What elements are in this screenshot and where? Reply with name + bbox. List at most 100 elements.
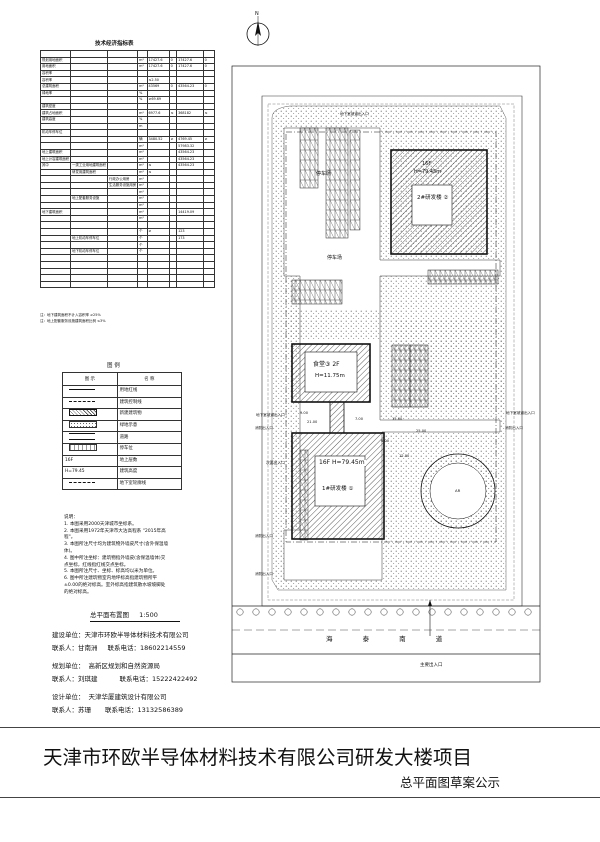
legend-swatch xyxy=(69,400,95,402)
note-line: ±0.00的绝对标高。室外标高指建筑散水坡坡脚处 xyxy=(64,582,166,588)
designer-contact-row: 联系人：苏珊联系电话：13132586389 xyxy=(52,706,183,714)
fire-exit-label-b: 消防出入口 xyxy=(505,426,523,430)
legend-swatch xyxy=(69,389,95,391)
legend-swatch xyxy=(69,409,97,417)
spec-table-title: 技术经济指标表 xyxy=(95,41,134,47)
tree-icon xyxy=(252,608,260,616)
note-line: 点坐标，红线指红线交点坐标。 xyxy=(64,562,129,568)
title-block-bottom-rule xyxy=(0,797,600,798)
plan-ratio: 1:500 xyxy=(139,611,158,619)
legend-row: 绿地示意 xyxy=(62,419,183,433)
designer-row: 设计单位：天津华厦建筑设计有限公司 xyxy=(52,693,167,701)
building-1-label: 16F H=79.45m xyxy=(318,459,366,466)
parking-stalls-a xyxy=(325,127,349,239)
planner-row: 规划单位：高新区规划和自然资源局 xyxy=(52,662,160,670)
main-entrance-arrowhead xyxy=(428,600,432,606)
spec-row: m² xyxy=(39,214,216,223)
circular-plaza-label: AR xyxy=(455,488,461,493)
tree-icon xyxy=(476,608,484,616)
building-3-height: H=11.75m xyxy=(315,373,345,379)
building-control-line xyxy=(267,103,515,601)
building-3-label-box xyxy=(304,351,358,393)
spec-footnote-1: 注：地下建筑面积不计入容积率 ≥25% xyxy=(40,313,101,317)
planner-contact-row: 联系人：刘琪建联系电话：15222422492 xyxy=(52,675,198,683)
dim-7: 7.00 xyxy=(355,417,364,421)
legend-row: 地下室轮廓线 xyxy=(62,477,183,491)
tree-icon xyxy=(412,608,420,616)
note-line: 程"。 xyxy=(64,535,76,541)
parking-stalls-b xyxy=(299,127,319,189)
parking-label-b: 停车场 xyxy=(327,255,343,261)
tree-icon xyxy=(332,608,340,616)
legend-symbol xyxy=(62,442,118,456)
building-2-core xyxy=(411,184,453,226)
spec-row: 个 xyxy=(39,241,216,249)
legend-symbol-text: H=79.45 xyxy=(65,469,85,475)
spec-footnote-2: 注：地上配套服务设施建筑面积比例 ≤3% xyxy=(40,319,106,323)
spec-cell xyxy=(137,280,148,289)
legend-swatch xyxy=(69,482,95,484)
dim-5: 9.00 xyxy=(300,411,309,415)
spec-row: 容积率≤2.50 xyxy=(39,76,216,84)
note-line: 4. 图中所注坐标：建筑物指外墙皮(含保温墙体)交 xyxy=(64,555,166,561)
spec-cell xyxy=(39,280,72,289)
plan-name: 总平面布置图 xyxy=(90,611,129,619)
dim-6: 25.00 xyxy=(416,429,427,433)
north-arrow-icon xyxy=(246,16,270,46)
ramp-label-c: 地下室坡道出入口 xyxy=(506,411,535,415)
spec-cell xyxy=(168,280,178,289)
tree-icon xyxy=(380,608,388,616)
legend-symbol-text: 16F xyxy=(65,457,74,463)
north-label: N xyxy=(255,11,259,17)
project-subtitle: 总平面图草案公示 xyxy=(400,775,501,790)
tree-icon xyxy=(364,608,372,616)
parking-stalls-g xyxy=(427,269,499,285)
legend-swatch xyxy=(69,432,95,440)
spec-row xyxy=(39,280,216,289)
building-2-name: 2#研发楼 ② xyxy=(417,195,449,201)
builder-row: 建设单位：天津市环欧半导体材料技术有限公司 xyxy=(52,631,189,639)
building-3-name: 食堂③ 2F xyxy=(313,361,340,368)
tree-icon xyxy=(508,608,516,616)
secondary-entrance-label: 次要出入口 xyxy=(266,460,285,465)
tree-icon xyxy=(396,608,404,616)
site-plan xyxy=(231,65,541,683)
tree-icon xyxy=(492,608,500,616)
tree-icon xyxy=(348,608,356,616)
notes-title: 说明： xyxy=(64,515,78,520)
fire-exit-label-d: 消防出入口 xyxy=(255,572,273,576)
spec-row: 容积率 xyxy=(39,69,216,78)
legend-swatch xyxy=(69,444,97,452)
parking-stalls-c xyxy=(349,129,361,231)
tree-icon xyxy=(284,608,292,616)
street-trees xyxy=(236,608,532,616)
fire-exit-label-c: 消防出入口 xyxy=(255,534,273,538)
building-2-height: H=79.45m xyxy=(414,169,442,175)
tree-icon xyxy=(316,608,324,616)
circular-plaza-inner xyxy=(429,462,487,520)
plan-scale-label: 总平面布置图 1:500 xyxy=(90,612,158,619)
note-line: 1. 本图采用2000天津城市坐标系。 xyxy=(64,521,137,527)
tree-icon xyxy=(300,608,308,616)
parking-stalls-d xyxy=(291,279,343,305)
green-area-mid xyxy=(284,310,380,340)
dim-3: 12.00 xyxy=(399,454,410,458)
building-connector xyxy=(329,401,345,434)
note-line: 2. 本图采用1972年天津市大沽高程系 "2015年高 xyxy=(64,528,166,534)
tree-icon xyxy=(236,608,244,616)
dim-2: 6.00 xyxy=(381,439,390,443)
tree-icon xyxy=(460,608,468,616)
green-area-east xyxy=(395,320,505,410)
building-1-name: 1#研发楼 ① xyxy=(322,486,354,492)
parking-label-a: 停车场 xyxy=(316,171,332,177)
project-title: 天津市环欧半导体材料技术有限公司研发大楼项目 xyxy=(43,746,473,769)
fire-exit-label-a: 消防出入口 xyxy=(255,426,273,430)
drawing-frame xyxy=(231,65,541,683)
